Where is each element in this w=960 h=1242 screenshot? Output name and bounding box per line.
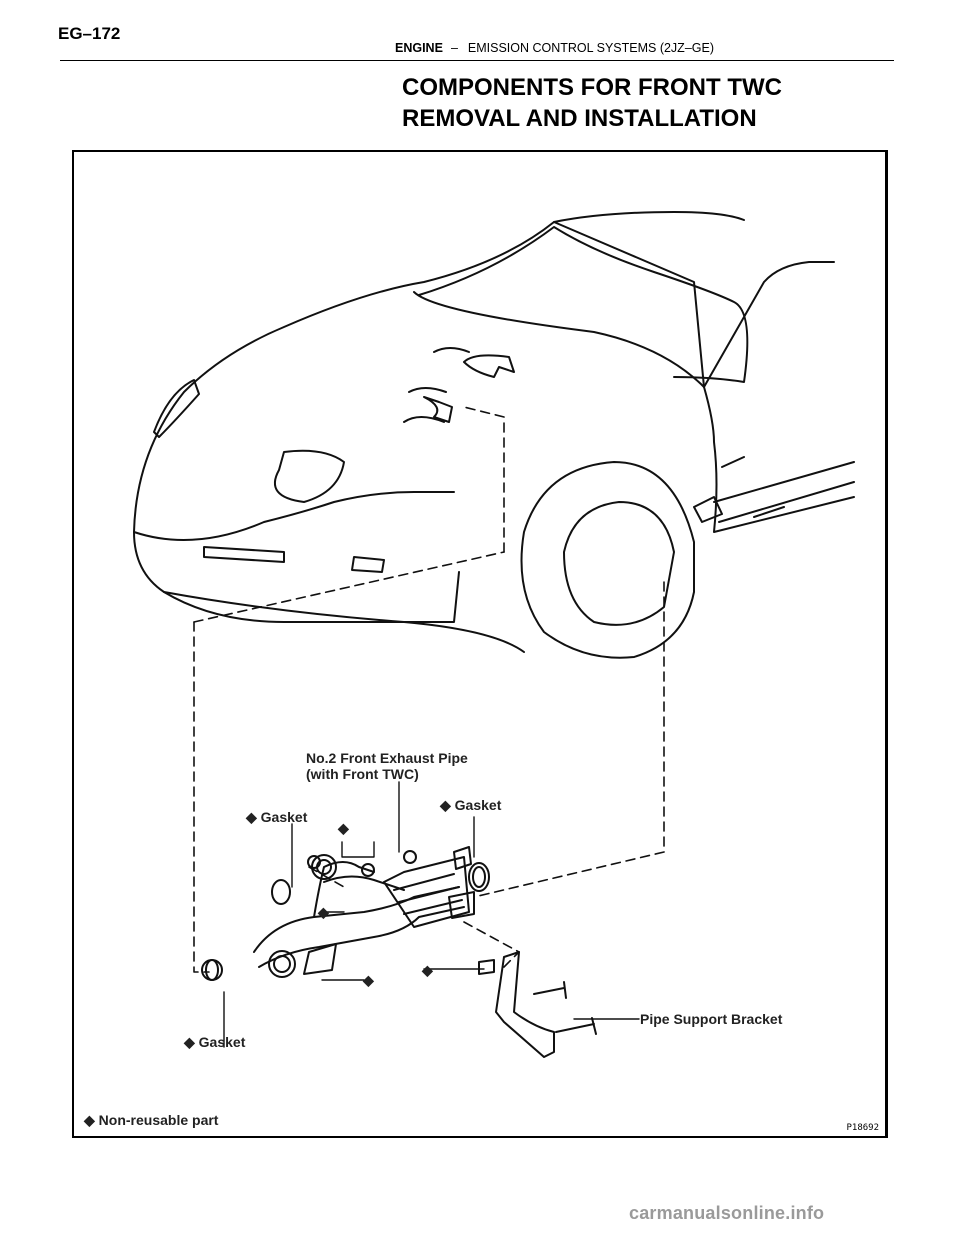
non-reusable-marker: ◆ bbox=[84, 1112, 95, 1128]
leader-lines bbox=[223, 781, 640, 1048]
non-reusable-marker: ◆ bbox=[246, 809, 257, 825]
title-line-1: COMPONENTS FOR FRONT TWC bbox=[402, 74, 782, 101]
title-line-2: REMOVAL AND INSTALLATION bbox=[402, 105, 757, 132]
label-gasket-bottom: ◆ Gasket bbox=[184, 1034, 246, 1050]
bracket-illustration bbox=[478, 951, 597, 1058]
running-header: ENGINE–EMISSION CONTROL SYSTEMS (2JZ–GE) bbox=[395, 41, 714, 55]
header-separator: – bbox=[450, 41, 458, 55]
figure-id: P18692 bbox=[846, 1123, 879, 1133]
label-gasket-right: ◆ Gasket bbox=[440, 797, 502, 813]
label-gasket-left: ◆ Gasket bbox=[246, 809, 308, 825]
header-rule bbox=[60, 60, 894, 61]
exhaust-assembly bbox=[201, 846, 490, 981]
subsection-name: EMISSION CONTROL SYSTEMS (2JZ–GE) bbox=[467, 41, 714, 55]
label-front-exhaust-pipe: No.2 Front Exhaust Pipe (with Front TWC) bbox=[306, 750, 468, 782]
car-illustration bbox=[133, 211, 855, 659]
watermark: carmanualsonline.info bbox=[629, 1203, 825, 1223]
non-reusable-marker: ◆ bbox=[440, 797, 451, 813]
legend-non-reusable-part: ◆ Non-reusable part bbox=[84, 1112, 219, 1128]
non-reusable-marker: ◆ bbox=[318, 904, 329, 920]
non-reusable-marker: ◆ bbox=[422, 962, 433, 978]
diagram-artwork bbox=[133, 211, 855, 1058]
page-number: EG–172 bbox=[58, 24, 121, 43]
non-reusable-marker: ◆ bbox=[363, 972, 374, 988]
component-diagram: No.2 Front Exhaust Pipe (with Front TWC)… bbox=[72, 150, 888, 1138]
label-pipe-support-bracket: Pipe Support Bracket bbox=[640, 1011, 783, 1027]
non-reusable-marker: ◆ bbox=[338, 820, 349, 836]
non-reusable-marker: ◆ bbox=[184, 1034, 195, 1050]
section-name: ENGINE bbox=[395, 41, 443, 55]
page-title: COMPONENTS FOR FRONT TWC REMOVAL AND INS… bbox=[402, 72, 782, 134]
